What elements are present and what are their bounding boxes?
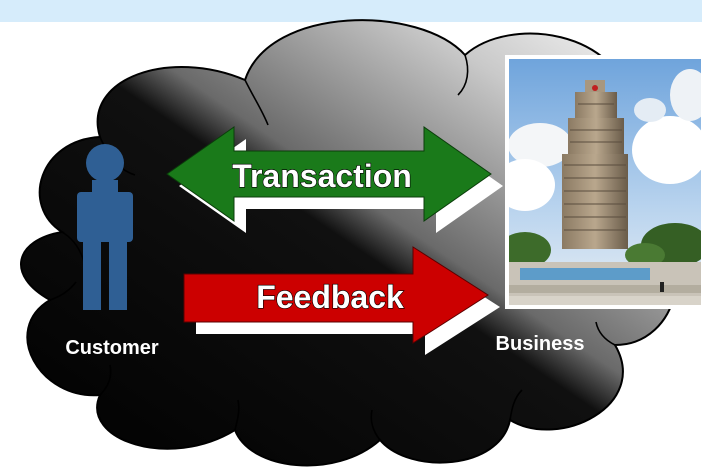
person-icon — [77, 144, 133, 310]
header-band — [0, 0, 702, 22]
transaction-label: Transaction — [232, 158, 412, 194]
customer-label: Customer — [65, 337, 159, 359]
feedback-label: Feedback — [256, 279, 404, 315]
transaction-arrow: Transaction — [166, 126, 503, 233]
feedback-arrow: Feedback — [183, 246, 500, 355]
business-label: Business — [496, 333, 585, 355]
office-tower-photo — [505, 55, 702, 309]
